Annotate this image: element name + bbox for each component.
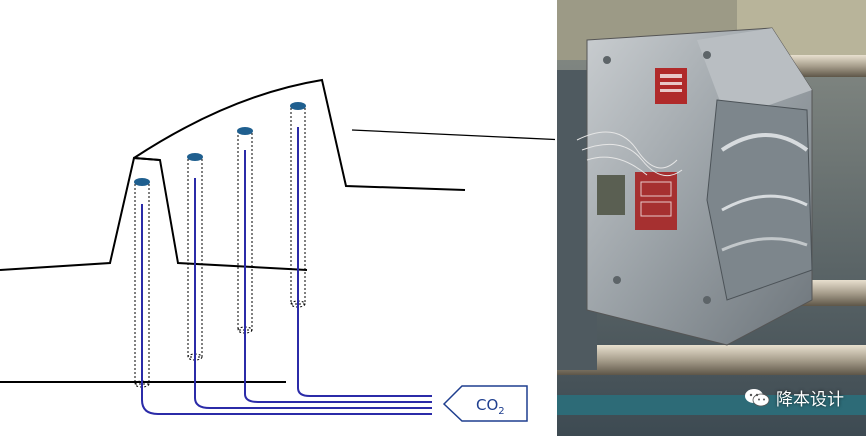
co2-subscript: 2 [498,406,504,417]
mould-photo: 降本设计 [557,0,866,436]
tube-line-3 [244,150,432,403]
watermark: 降本设计 [744,385,844,410]
wechat-icon [744,388,770,408]
cooling-tube-2 [187,153,432,409]
tube-cap-2 [187,153,203,161]
co2-text: CO [476,396,498,414]
mould-outline [0,156,308,271]
watermark-text: 降本设计 [776,390,844,410]
mould-photo-illustration [557,0,866,436]
pointer-line [351,129,555,141]
mould-ridge-line [133,157,161,161]
co2-inlet-label: CO2 [442,385,528,422]
svg-text:CO2: CO2 [476,396,505,417]
tube-cap-3 [237,127,253,135]
tube-line-4 [297,127,432,397]
tube-cap-1 [134,178,150,186]
tube-cap-4 [290,102,306,110]
cooling-schematic: CO2 [0,78,555,422]
cooling-tube-1 [134,178,432,415]
tube-line-1 [141,204,432,415]
cooling-tube-4 [290,102,432,397]
tube-line-2 [194,178,432,409]
mould-top-profile [133,78,466,191]
cooling-tube-3 [237,127,432,403]
